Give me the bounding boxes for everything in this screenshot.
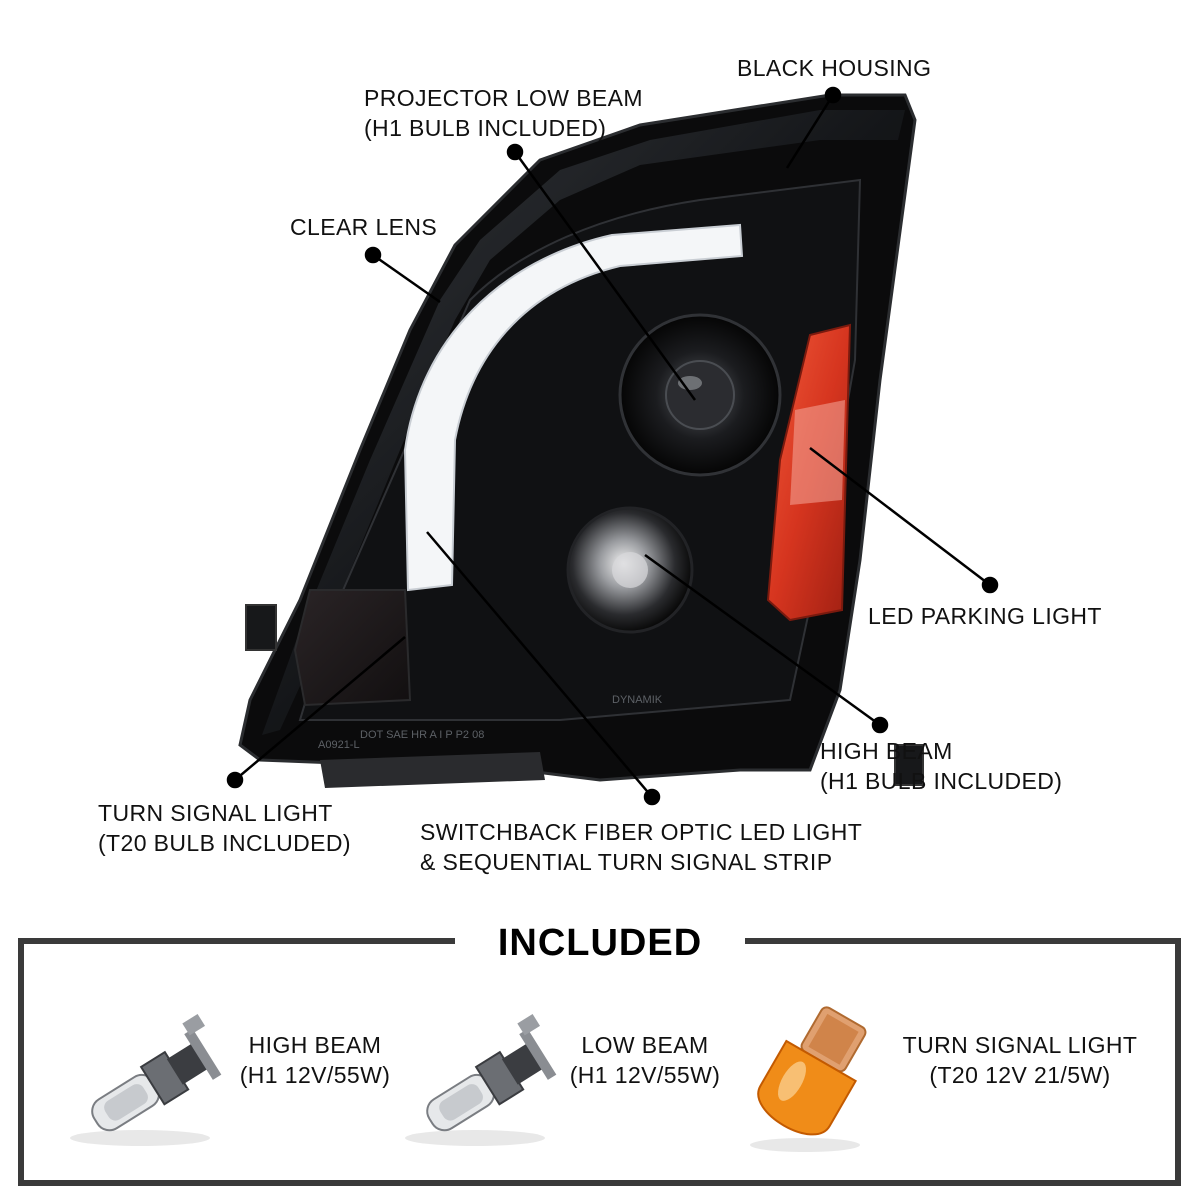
leader-switchback (426, 531, 653, 798)
callout-high-beam-line1: HIGH BEAM (820, 738, 953, 764)
callout-black-housing-label: BLACK HOUSING (737, 55, 932, 81)
callout-leaders (226, 86, 999, 806)
leader-dot-led-parking-light (981, 576, 999, 594)
fiber-optic-strip (403, 223, 744, 592)
leader-high-beam (644, 553, 881, 727)
callout-led-parking-light: LED PARKING LIGHT (868, 601, 1102, 631)
included-item-turn-signal: TURN SIGNAL LIGHT (T20 12V 21/5W) (890, 1030, 1150, 1090)
leader-black-housing (785, 94, 835, 169)
included-item-high-beam: HIGH BEAM (H1 12V/55W) (220, 1030, 410, 1090)
callout-clear-lens-label: CLEAR LENS (290, 214, 438, 240)
callout-projector-low-beam-line2: (H1 BULB INCLUDED) (364, 115, 607, 141)
callout-projector-low-beam-line1: PROJECTOR LOW BEAM (364, 85, 643, 111)
leader-dot-high-beam (871, 716, 889, 734)
included-item-low-beam-line2: (H1 12V/55W) (569, 1062, 721, 1088)
callout-turn-signal-light: TURN SIGNAL LIGHT (T20 BULB INCLUDED) (98, 798, 351, 858)
included-item-turn-signal-line1: TURN SIGNAL LIGHT (902, 1032, 1138, 1058)
dot-marking: DOT SAE HR A I P P2 08 (360, 729, 484, 741)
leader-dot-black-housing (824, 86, 842, 104)
callout-switchback: SWITCHBACK FIBER OPTIC LED LIGHT & SEQUE… (420, 817, 862, 877)
h1-bulb-icon (405, 1013, 557, 1146)
callout-high-beam-line2: (H1 BULB INCLUDED) (820, 768, 1063, 794)
t20-amber-bulb-icon (750, 1006, 867, 1152)
h1-bulb-icon (70, 1013, 222, 1146)
callout-high-beam: HIGH BEAM (H1 BULB INCLUDED) (820, 736, 1062, 796)
leader-turn-signal (234, 636, 406, 781)
included-item-low-beam: LOW BEAM (H1 12V/55W) (555, 1030, 735, 1090)
included-title: INCLUDED (455, 918, 745, 968)
callout-projector-low-beam: PROJECTOR LOW BEAM (H1 BULB INCLUDED) (364, 83, 643, 143)
callout-led-parking-light-label: LED PARKING LIGHT (868, 603, 1102, 629)
leader-clear-lens (372, 253, 441, 304)
leader-projector-low-beam (513, 151, 697, 401)
leader-dot-clear-lens (364, 246, 382, 264)
included-item-turn-signal-line2: (T20 12V 21/5W) (929, 1062, 1111, 1088)
callout-switchback-line1: SWITCHBACK FIBER OPTIC LED LIGHT (420, 819, 863, 845)
callout-clear-lens: CLEAR LENS (290, 212, 437, 242)
callout-turn-signal-light-line2: (T20 BULB INCLUDED) (98, 830, 351, 856)
included-item-high-beam-line2: (H1 12V/55W) (239, 1062, 391, 1088)
brand-marking: DYNAMIK (612, 694, 663, 706)
included-item-high-beam-line1: HIGH BEAM (248, 1032, 382, 1058)
included-item-low-beam-line1: LOW BEAM (581, 1032, 709, 1058)
leader-dot-turn-signal (226, 771, 244, 789)
leader-dot-projector-low-beam (506, 143, 524, 161)
clear-lens (262, 110, 905, 735)
callout-black-housing: BLACK HOUSING (737, 53, 931, 83)
turn-signal-section (293, 589, 412, 707)
leader-dot-switchback (643, 788, 661, 806)
headlight-illustration: DYNAMIK DOT SAE HR A I P P2 08 A0921-L (226, 86, 999, 806)
callout-turn-signal-light-line1: TURN SIGNAL LIGHT (98, 800, 333, 826)
leader-led-parking-light (809, 447, 991, 586)
callout-switchback-line2: & SEQUENTIAL TURN SIGNAL STRIP (420, 849, 833, 875)
part-code-marking: A0921-L (318, 739, 360, 751)
